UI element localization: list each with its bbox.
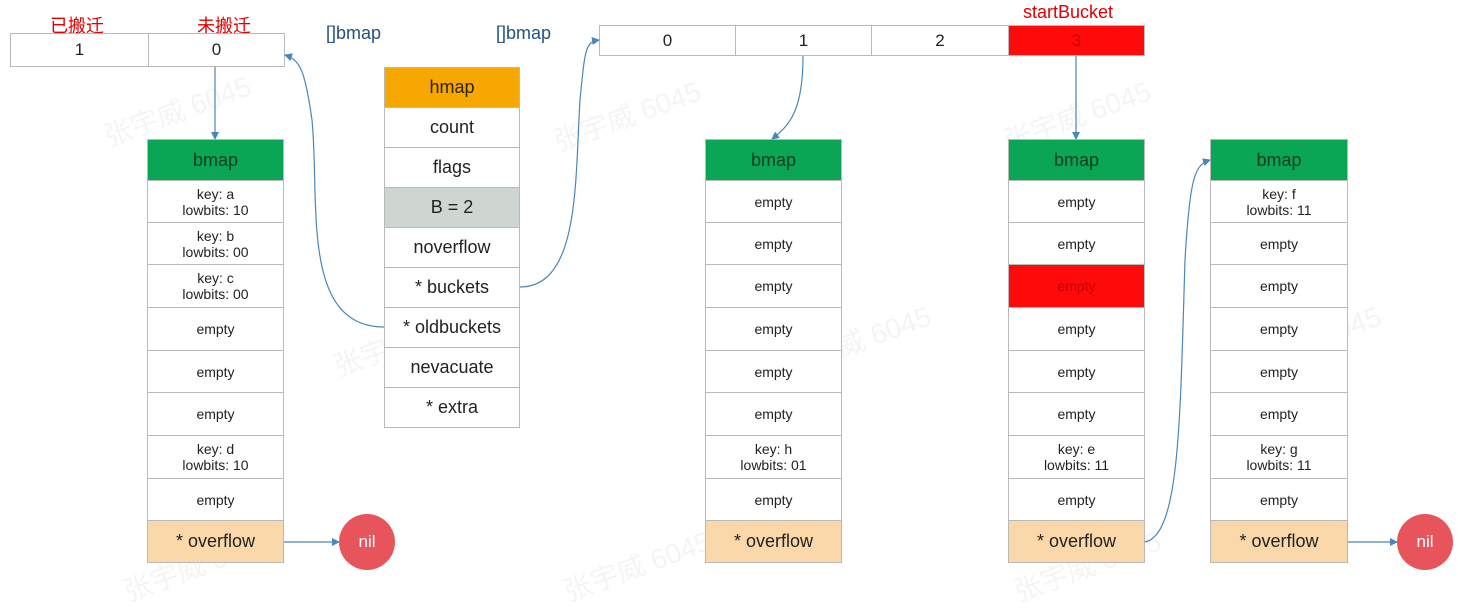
- new-bmap-1-slot-3: empty: [705, 307, 842, 351]
- hmap-field-count: count: [384, 107, 520, 148]
- new-bmap-3-slot-4: empty: [1008, 350, 1145, 393]
- overflow-bmap-overflow: * overflow: [1210, 520, 1348, 563]
- hmap-field-oldbuckets: * oldbuckets: [384, 307, 520, 348]
- new-bucket-index-3: 3: [1008, 25, 1145, 56]
- nil-node-right: nil: [1397, 514, 1453, 570]
- old-bucket-index-1: 0: [148, 33, 285, 67]
- arrow-overflow-to-overflow-bmap: [1144, 158, 1211, 543]
- new-bmap-1-slot-6: key: h lowbits: 01: [705, 435, 842, 479]
- hmap-field-b: B = 2: [384, 187, 520, 228]
- hmap-field-nevacuate: nevacuate: [384, 347, 520, 388]
- overflow-bmap-slot-2: empty: [1210, 264, 1348, 308]
- not-migrated-label: 未搬迁: [197, 16, 251, 36]
- overflow-bmap-slot-1: empty: [1210, 222, 1348, 265]
- old-bmap-slot-7: empty: [147, 478, 284, 521]
- new-bmap-3-slot-3: empty: [1008, 307, 1145, 351]
- new-bmap-3-slot-0: empty: [1008, 180, 1145, 223]
- new-bmap-3-slot-1: empty: [1008, 222, 1145, 265]
- bmap-slice-label-right: []bmap: [496, 23, 552, 43]
- bmap-slice-label-left: []bmap: [326, 23, 382, 43]
- arrow-new-slot1-to-bmap: [771, 55, 804, 140]
- nil-node-left: nil: [339, 514, 395, 570]
- old-bmap-overflow: * overflow: [147, 520, 284, 563]
- new-bmap-1-slot-1: empty: [705, 222, 842, 265]
- overflow-bmap-slot-6: key: g lowbits: 11: [1210, 435, 1348, 479]
- new-bmap-1-slot-0: empty: [705, 180, 842, 223]
- old-bmap-slot-4: empty: [147, 350, 284, 393]
- arrow-oldbuckets-to-old-array: [284, 53, 385, 328]
- hmap-field-extra: * extra: [384, 387, 520, 428]
- overflow-bmap-slot-3: empty: [1210, 307, 1348, 351]
- new-bmap-3-slot-6: key: e lowbits: 11: [1008, 435, 1145, 479]
- old-bmap-slot-5: empty: [147, 392, 284, 436]
- old-bucket-index-0: 1: [10, 33, 149, 67]
- old-bmap-slot-1: key: b lowbits: 00: [147, 222, 284, 265]
- migrated-label: 已搬迁: [50, 16, 104, 36]
- start-bucket-label: startBucket: [1023, 2, 1114, 22]
- new-bmap-3-overflow: * overflow: [1008, 520, 1145, 563]
- arrow-buckets-to-new-array: [519, 37, 600, 288]
- overflow-bmap-slot-0: key: f lowbits: 11: [1210, 180, 1348, 223]
- new-bucket-index-1: 1: [735, 25, 872, 56]
- hmap-title: hmap: [384, 67, 520, 108]
- connector-layer: [211, 37, 1398, 546]
- new-bmap-1-overflow: * overflow: [705, 520, 842, 563]
- old-bmap-slot-0: key: a lowbits: 10: [147, 180, 284, 223]
- overflow-bmap-slot-4: empty: [1210, 350, 1348, 393]
- new-bmap-1-slot-2: empty: [705, 264, 842, 308]
- overflow-bmap-slot-7: empty: [1210, 478, 1348, 521]
